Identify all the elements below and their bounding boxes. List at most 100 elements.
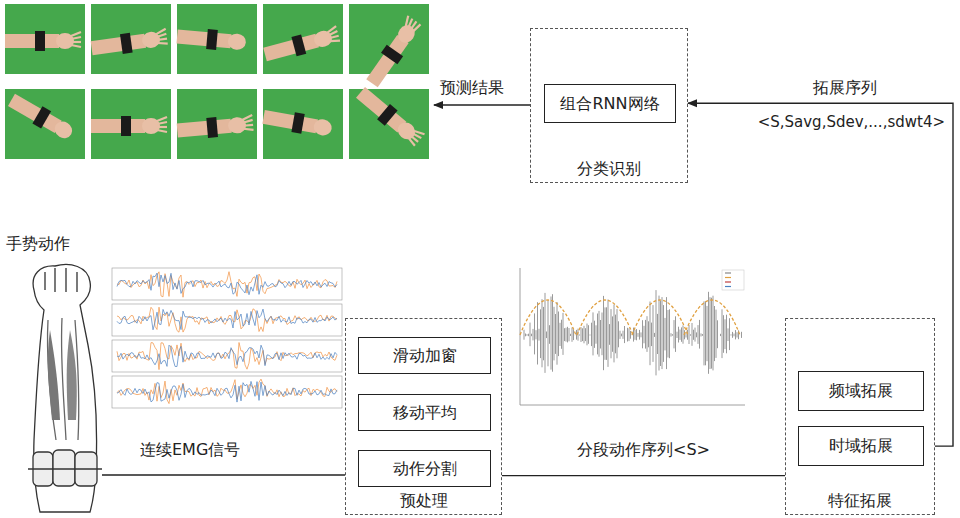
- connector: [502, 475, 785, 476]
- group-title: 分类识别: [531, 159, 687, 178]
- hand-photo: [354, 85, 425, 149]
- plot-panel: [112, 304, 342, 336]
- photo-frame: [263, 89, 343, 159]
- emg-trace: [117, 345, 337, 366]
- emg-trace: [117, 273, 337, 295]
- finger: [329, 36, 339, 39]
- finger: [330, 39, 340, 44]
- finger: [71, 41, 81, 43]
- hand-photo: [176, 114, 253, 141]
- emg-trace: [117, 309, 337, 330]
- armband: [381, 45, 403, 65]
- forearm: [91, 119, 145, 133]
- armband: [206, 117, 218, 138]
- armband: [291, 112, 304, 133]
- hand: [312, 118, 333, 137]
- result-label: 预测结果: [440, 78, 504, 97]
- group-title: 预处理: [346, 491, 501, 510]
- legend-mark: [725, 272, 731, 273]
- hand: [227, 33, 246, 51]
- edge-label: 分段动作序列<S>: [577, 440, 710, 459]
- box-label: 滑动加窗: [393, 346, 457, 365]
- finger: [328, 31, 338, 36]
- emg-trace: [117, 343, 337, 370]
- hand-photo: [91, 116, 167, 136]
- signal-line: [102, 474, 345, 475]
- process-box: 组合RNN网络: [544, 84, 676, 123]
- photo-frame: [91, 4, 171, 74]
- emg-trace: [117, 381, 337, 402]
- legend-mark: [725, 286, 731, 287]
- hand-photo: [90, 28, 168, 58]
- finger: [243, 120, 253, 123]
- finger: [158, 42, 168, 45]
- group-box: 分类识别 组合RNN网络: [530, 28, 688, 183]
- finger: [71, 37, 81, 39]
- armband: [35, 31, 45, 51]
- armband: [206, 29, 218, 50]
- forearm: [366, 35, 408, 87]
- finger: [407, 138, 416, 146]
- hand: [52, 118, 76, 141]
- edge-label: 拓展序列: [813, 78, 877, 97]
- photo-frame: [5, 4, 85, 74]
- forearm: [356, 87, 406, 132]
- hand-photo: [5, 31, 81, 51]
- connector: [688, 103, 953, 446]
- armband: [32, 106, 51, 128]
- process-box: 频域拓展: [798, 371, 924, 411]
- finger: [157, 122, 167, 124]
- hand-photo: [6, 91, 76, 143]
- box-label: 时域拓展: [829, 436, 893, 455]
- group-box: 预处理 滑动加窗移动平均动作分割: [345, 318, 502, 515]
- hand-photo: [262, 25, 341, 64]
- hand-photo: [364, 15, 424, 89]
- sequence-label: <S,Savg,Sdev,...,sdwt4>: [745, 113, 945, 131]
- armband: [120, 33, 133, 54]
- forearm: [91, 34, 146, 55]
- emg-plot: [112, 268, 342, 408]
- armband: [377, 104, 398, 126]
- photo-frame: [263, 4, 343, 74]
- signal-label: 连续EMG信号: [140, 440, 240, 459]
- envelope: [684, 300, 740, 335]
- box-label: 移动平均: [393, 403, 457, 422]
- axis: [520, 405, 745, 406]
- forearm: [8, 94, 62, 133]
- process-box: 动作分割: [358, 450, 491, 487]
- photo-frame: [177, 4, 257, 74]
- forearm: [177, 119, 232, 138]
- envelope: [520, 300, 576, 335]
- section-label: 手势动作: [6, 234, 70, 253]
- process-box: 移动平均: [358, 394, 491, 431]
- plot-legend: [722, 270, 744, 290]
- hand-photo: [176, 27, 246, 53]
- finger: [157, 117, 167, 121]
- photo-frame: [91, 89, 171, 159]
- legend-mark: [725, 281, 731, 282]
- plot-panel: [112, 376, 342, 408]
- envelope: [632, 300, 688, 335]
- finger: [243, 128, 253, 131]
- finger: [157, 130, 167, 132]
- box-label: 组合RNN网络: [560, 94, 659, 113]
- finger: [157, 126, 167, 128]
- finger: [242, 115, 252, 120]
- forearm: [263, 34, 319, 61]
- segment-plot: [520, 268, 745, 405]
- box-label: 动作分割: [393, 459, 457, 478]
- finger: [71, 32, 81, 36]
- plot-panel: [112, 340, 342, 372]
- finger: [156, 34, 166, 37]
- armband: [291, 34, 306, 56]
- process-box: 时域拓展: [798, 426, 924, 466]
- forearm: [262, 110, 318, 133]
- finger: [71, 45, 81, 47]
- finger: [413, 23, 420, 32]
- photo-frame: [177, 89, 257, 159]
- finger: [243, 124, 253, 127]
- photo-frame: [5, 89, 85, 159]
- forearm: [177, 29, 232, 48]
- emg-trace: [117, 272, 337, 298]
- result-arrow: [434, 104, 530, 105]
